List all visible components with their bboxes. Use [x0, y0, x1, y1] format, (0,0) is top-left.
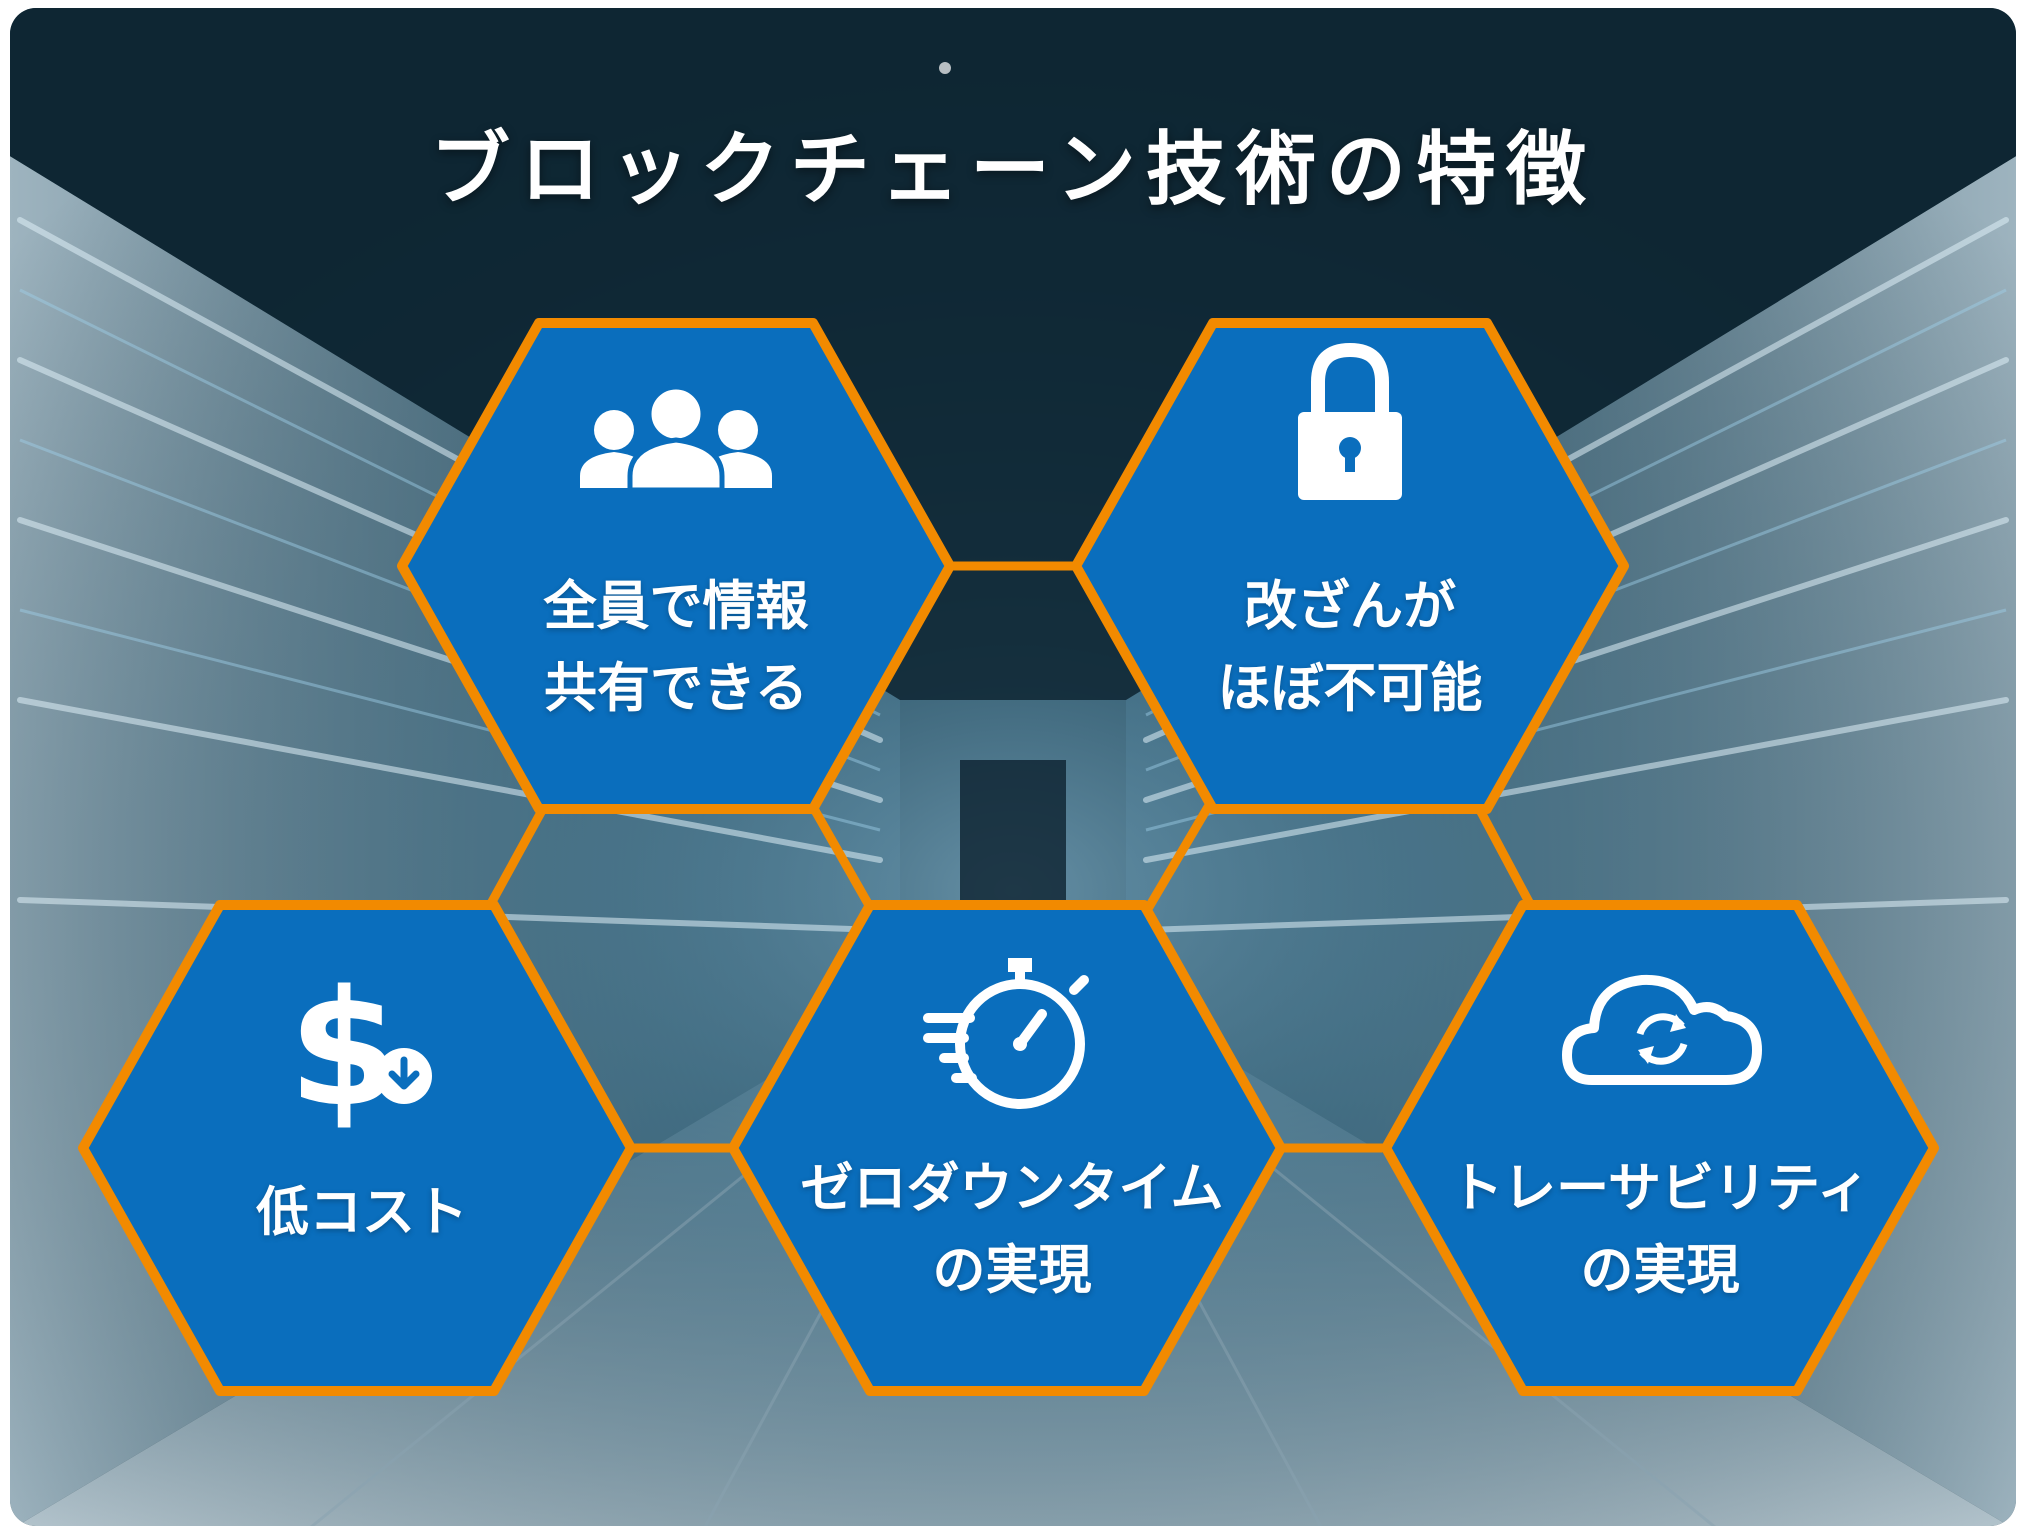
feature-label-line: の実現	[932, 1240, 1092, 1301]
feature-label-line: 低コスト	[256, 1182, 468, 1243]
feature-label-shared-info: 全員で情報 共有できる	[416, 566, 936, 730]
hex-group	[78, 318, 1939, 1396]
feature-label-line: ゼロダウンタイム	[800, 1158, 1224, 1219]
feature-label-line: トレーサビリティ	[1450, 1158, 1870, 1219]
users-icon	[580, 384, 772, 493]
lock-icon	[1298, 342, 1402, 500]
hex-tamper-proof	[1071, 318, 1629, 814]
cloud-sync-icon	[1562, 974, 1762, 1085]
feature-label-line: の実現	[1580, 1240, 1740, 1301]
feature-label-traceability: トレーサビリティ の実現	[1400, 1148, 1920, 1312]
hex-traceability	[1381, 900, 1939, 1396]
feature-label-zero-downtime: ゼロダウンタイム の実現	[752, 1148, 1272, 1312]
feature-label-line: ほぼ不可能	[1217, 658, 1483, 719]
hex-zero-downtime	[728, 900, 1286, 1396]
hex-shared-info	[397, 318, 955, 814]
icons-layer: $	[288, 342, 1762, 1142]
feature-label-line: 全員で情報	[543, 576, 809, 637]
stopwatch-icon	[923, 958, 1089, 1109]
feature-label-line: 改ざんが	[1244, 576, 1456, 637]
feature-label-tamper-proof: 改ざんが ほぼ不可能	[1090, 566, 1610, 730]
dollar-down-icon: $	[288, 955, 432, 1142]
feature-label-line: 共有できる	[544, 658, 808, 719]
feature-label-low-cost: 低コスト	[102, 1172, 622, 1254]
hex-low-cost	[78, 900, 636, 1396]
page-title: ブロックチェーン技術の特徴	[430, 123, 1596, 216]
svg-text:$: $	[288, 955, 399, 1142]
